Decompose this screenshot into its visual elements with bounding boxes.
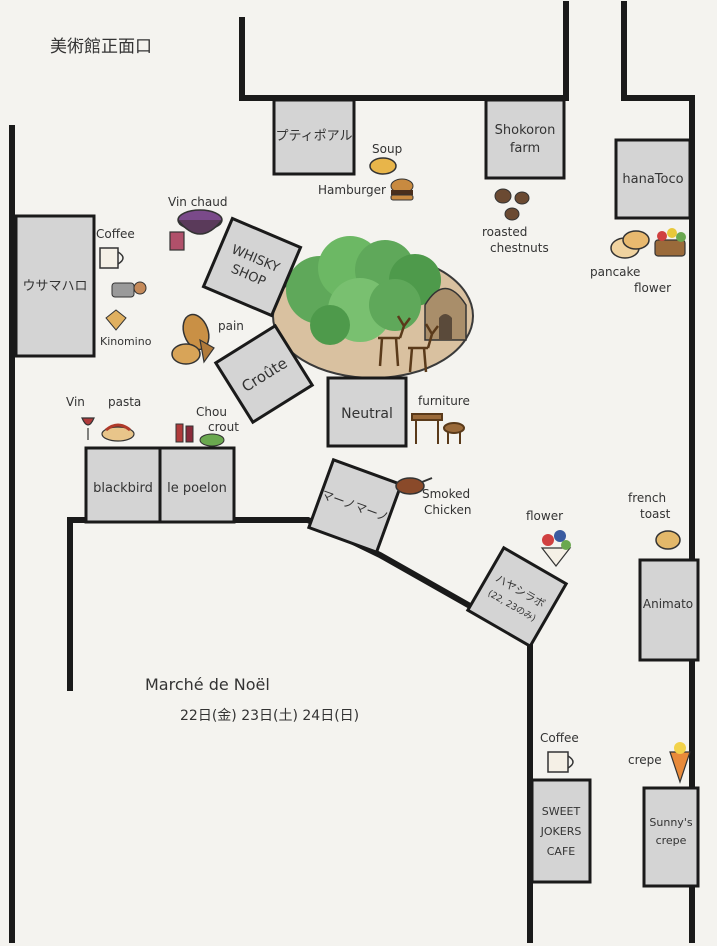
chestnut-icon xyxy=(494,188,530,221)
booth-label: Shokoron xyxy=(495,123,556,138)
booth-label: Sunny's xyxy=(649,816,692,829)
booth-label: CAFE xyxy=(547,845,576,858)
booth-label: crepe xyxy=(656,834,687,847)
booth-label: farm xyxy=(510,141,540,156)
tree-icon xyxy=(286,236,441,345)
booth-sunnys-crepe[interactable]: Sunny's crepe xyxy=(642,786,700,888)
items: Soup Hamburger roasted chestnuts xyxy=(66,142,691,784)
booth-croute[interactable]: Croûte xyxy=(213,323,315,425)
item-label-vin-chaud: Vin chaud xyxy=(168,195,227,209)
item-label-kinomino: Kinomino xyxy=(100,335,152,348)
item-label-chicken: Chicken xyxy=(424,503,471,517)
booth-puti-poalu[interactable]: プティポアル xyxy=(272,98,356,176)
booth-label: JOKERS xyxy=(540,825,582,838)
booth-blackbird[interactable]: blackbird xyxy=(84,446,162,524)
item-label-toast: toast xyxy=(640,507,671,521)
item-label-roasted: roasted xyxy=(482,225,527,239)
item-label-crepe: crepe xyxy=(628,753,662,767)
booth-sweet-jokers-cafe[interactable]: SWEET JOKERS CAFE xyxy=(530,778,592,884)
tree-house-icon xyxy=(424,287,467,341)
item-label-pancake: pancake xyxy=(590,265,640,279)
booth-marmar[interactable]: マーノマーノ xyxy=(306,457,404,555)
booth-label: hanaToco xyxy=(622,172,683,187)
coffee-cup-icon xyxy=(99,247,124,269)
booth-neutral[interactable]: Neutral xyxy=(326,376,408,448)
booth-label: Animato xyxy=(643,597,693,611)
booth-shokoron-farm[interactable]: Shokoron farm xyxy=(484,98,566,180)
bottle-icon xyxy=(175,423,225,447)
cookie-icon xyxy=(105,281,147,331)
booth-whisky-shop[interactable]: WHISKY SHOP xyxy=(201,216,303,318)
booth-label: blackbird xyxy=(93,481,153,496)
item-label-coffee-bottom: Coffee xyxy=(540,731,579,745)
pancake-icon xyxy=(610,230,650,259)
furniture-icon xyxy=(411,413,465,444)
pasta-icon xyxy=(101,423,135,442)
item-label-pain: pain xyxy=(218,319,244,333)
booth-hayashi-labo[interactable]: ハヤシラボ (22, 23のみ) xyxy=(465,545,569,649)
item-label-coffee-left: Coffee xyxy=(96,227,135,241)
item-label-furniture: furniture xyxy=(418,394,470,408)
pot-icon xyxy=(169,209,223,251)
item-label-hamburger: Hamburger xyxy=(318,183,386,197)
booth-usamaharo[interactable]: ウサマハロ xyxy=(14,214,96,358)
deer-icon xyxy=(378,315,439,373)
item-label-chestnuts: chestnuts xyxy=(490,241,549,255)
booth-label: SWEET xyxy=(542,805,581,818)
booth-hanatoco[interactable]: hanaToco xyxy=(614,138,692,220)
item-label-flower-top: flower xyxy=(634,281,671,295)
bread-icon xyxy=(171,313,215,365)
coffee-cup-icon xyxy=(547,751,574,773)
crepe-icon xyxy=(669,742,691,784)
booth-label: le poelon xyxy=(167,481,227,496)
booth-label: Neutral xyxy=(341,406,393,422)
market-dates: 22日(金) 23日(土) 24日(日) xyxy=(180,708,359,724)
flower-basket-icon xyxy=(654,228,686,257)
booth-le-poelon[interactable]: le poelon xyxy=(158,446,236,524)
item-label-crout: crout xyxy=(208,420,239,434)
item-label-pasta: pasta xyxy=(108,395,141,409)
item-label-french: french xyxy=(628,491,666,505)
hamburger-icon xyxy=(390,178,414,201)
soup-icon xyxy=(369,157,397,175)
booth-animato[interactable]: Animato xyxy=(638,558,700,662)
item-label-smoked: Smoked xyxy=(422,487,470,501)
item-label-vin: Vin xyxy=(66,395,85,409)
item-label-chou: Chou xyxy=(196,405,227,419)
flower-bouquet-icon xyxy=(540,530,572,567)
smoked-chicken-icon xyxy=(395,477,433,495)
item-label-flower-mid: flower xyxy=(526,509,563,523)
item-label-soup: Soup xyxy=(372,142,402,156)
booth-label: ウサマハロ xyxy=(22,279,87,294)
booths: プティポアル Shokoron farm hanaToco ウサマハロ WHIS… xyxy=(14,98,700,888)
plaza xyxy=(272,236,474,379)
entrance-label: 美術館正面口 xyxy=(50,37,152,57)
wine-glass-icon xyxy=(81,417,95,440)
booth-label: プティポアル xyxy=(275,129,352,144)
market-title: Marché de Noël xyxy=(145,675,270,694)
french-toast-icon xyxy=(655,530,681,550)
